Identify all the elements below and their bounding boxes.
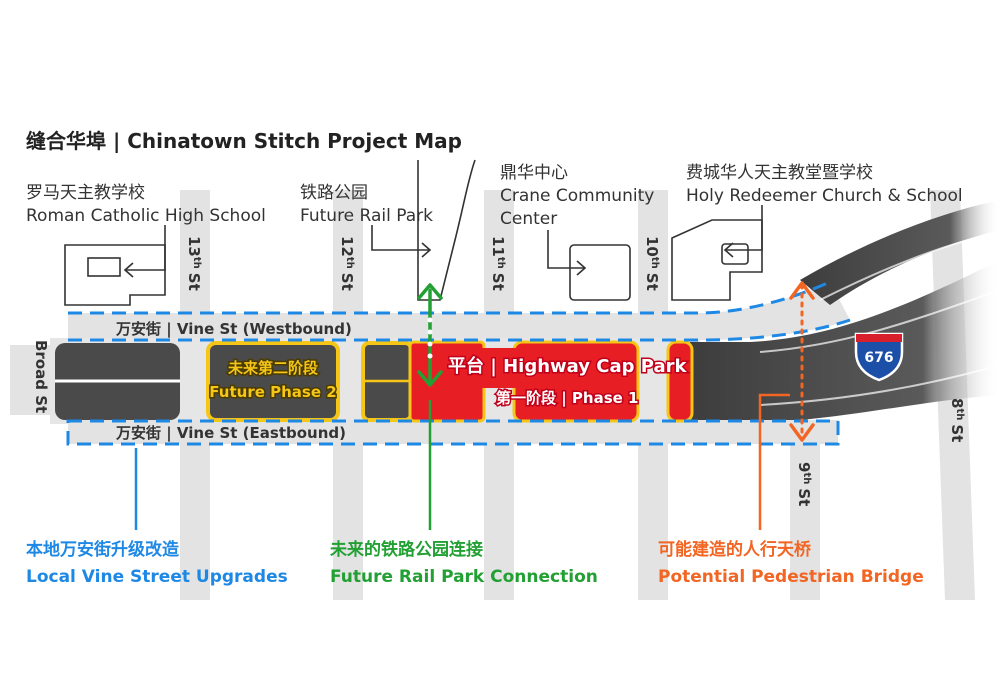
roman-catholic-zh: 罗马天主教学校: [26, 183, 145, 203]
9th-st-label: 9thSt: [795, 462, 813, 506]
rail-park-zh: 铁路公园: [300, 183, 368, 203]
10th-st: St: [643, 273, 661, 291]
cap-park-west: [408, 340, 486, 423]
vine-westbound-label: 万安街 | Vine St (Westbound): [115, 320, 352, 339]
roman-catholic-building: [64, 244, 166, 306]
crane-leader: [547, 230, 585, 269]
phase2-block-west: [206, 341, 340, 422]
13th-st-label: 13thSt: [185, 236, 203, 291]
holy-redeemer-en: Holy Redeemer Church & School: [686, 186, 963, 206]
holy-redeemer-leader-head: [723, 242, 734, 258]
11th-number: 11: [489, 236, 507, 257]
vine-westbound-road: [68, 282, 850, 340]
9th-st: St: [795, 488, 813, 506]
9th-number: 9: [795, 462, 813, 472]
10th-st-label: 10thSt: [643, 236, 661, 291]
vine-westbound-inner: [68, 318, 851, 342]
12th-suffix: th: [344, 257, 355, 269]
rail-park-leader: [371, 225, 430, 251]
phase2-label-zh: 未来第二阶段: [227, 359, 318, 377]
10th-suffix: th: [649, 257, 660, 269]
crane-center-building: [569, 244, 631, 301]
cap-park-label: 平台 | Highway Cap Park: [448, 355, 688, 377]
cap-park-center: [512, 340, 640, 423]
buildings: [64, 219, 763, 306]
rail-connection-arrow: [417, 283, 443, 530]
ped-bridge-leader: [758, 393, 790, 530]
10th-number: 10: [643, 236, 661, 257]
highway-main: [690, 260, 1000, 420]
holy-redeemer-building: [671, 219, 763, 301]
highway-lane-line-2: [759, 364, 1000, 406]
crane-en-line2: Center: [500, 209, 557, 229]
roman-catholic-leader-head: [123, 262, 134, 278]
highway-lane-line-3: [819, 231, 1000, 301]
phase1-label: 第一阶段 | Phase 1: [496, 389, 638, 408]
highway-676: [690, 200, 1000, 420]
8th-st: St: [948, 424, 966, 442]
leader-lines: [123, 159, 763, 301]
rail-park-track-line: [417, 159, 476, 301]
12th-st: St: [338, 273, 356, 291]
highway-lane-line-1: [759, 289, 1000, 353]
broad-street-road: [10, 345, 50, 415]
12th-st-label: 12thSt: [338, 236, 356, 291]
11th-suffix: th: [495, 257, 506, 269]
vine-upgrades-zh: 本地万安街升级改造: [26, 539, 180, 560]
rail-park-en: Future Rail Park: [300, 206, 433, 226]
cap-park-east: [666, 340, 694, 423]
street-labels: Broad St 13thSt 12thSt 11thSt 10thSt 9th…: [32, 236, 966, 506]
shield-number: 676: [864, 350, 893, 366]
roman-catholic-leader: [125, 225, 166, 271]
broad-st-label: Broad St: [32, 340, 50, 413]
crane-en-line1: Crane Community: [500, 186, 654, 206]
8th-number: 8: [948, 398, 966, 408]
page-title: 缝合华埠 | Chinatown Stitch Project Map: [26, 129, 462, 153]
holy-redeemer-annex: [721, 243, 749, 265]
vine-eastbound-label: 万安街 | Vine St (Eastbound): [115, 424, 346, 443]
8th-st-label: 8thSt: [948, 398, 966, 442]
11th-st: St: [489, 273, 507, 291]
rail-connection-en: Future Rail Park Connection: [330, 567, 598, 587]
vine-westbound-outline: [68, 280, 831, 315]
ped-bridge-en: Potential Pedestrian Bridge: [658, 567, 924, 587]
ped-bridge-arrow: [758, 281, 815, 530]
rail-connection-zh: 未来的铁路公园连接: [329, 539, 483, 560]
interstate-676-shield-icon: 676: [854, 332, 904, 382]
highway-ramp: [800, 200, 1000, 305]
8th-suffix: th: [954, 408, 965, 420]
roman-catholic-annex: [87, 257, 121, 277]
11th-st-label: 11thSt: [489, 236, 507, 291]
cap-park-bridge-11th: [482, 348, 516, 388]
9th-suffix: th: [801, 472, 812, 484]
vine-eastbound-road: [68, 420, 838, 444]
9th-street-road: [790, 430, 820, 600]
ped-bridge-zh: 可能建造的人行天桥: [658, 539, 812, 560]
roman-catholic-en: Roman Catholic High School: [26, 206, 266, 226]
rail-park-leader-head: [421, 242, 432, 258]
crane-zh: 鼎华中心: [500, 163, 568, 183]
vine-eastbound-outline: [66, 419, 840, 446]
holy-redeemer-zh: 费城华人天主教堂暨学校: [686, 163, 873, 183]
vine-upgrades-en: Local Vine Street Upgrades: [26, 567, 288, 587]
phase2-label-en: Future Phase 2: [209, 383, 336, 401]
holy-redeemer-leader: [725, 205, 763, 251]
13th-st: St: [185, 273, 203, 291]
13th-suffix: th: [191, 257, 202, 269]
13th-number: 13: [185, 236, 203, 257]
12th-number: 12: [338, 236, 356, 257]
crane-leader-head: [576, 260, 587, 276]
